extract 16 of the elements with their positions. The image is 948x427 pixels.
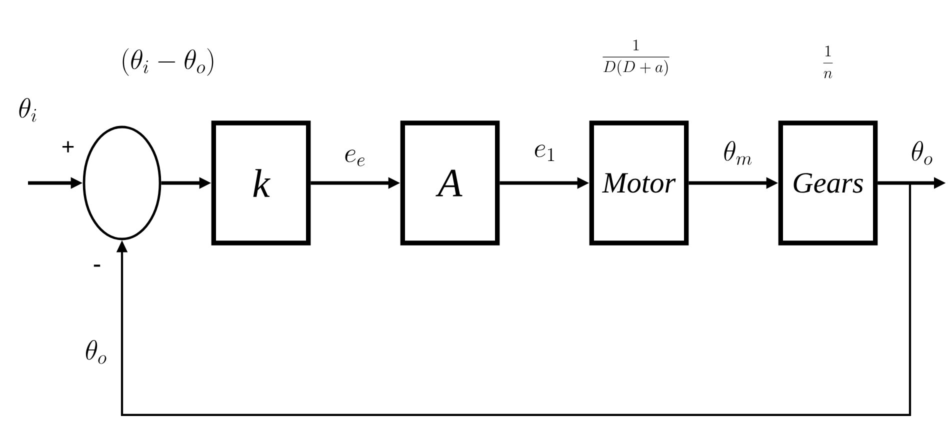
- block-box: Motor: [589, 120, 689, 246]
- edge-label: $\theta_m$: [724, 141, 752, 165]
- transfer-function: $\frac{1}{n}$: [823, 46, 833, 78]
- summing-junction: [82, 126, 162, 240]
- arrow: [116, 182, 912, 416]
- sign-label: -: [94, 264, 100, 267]
- block-box: Gears: [778, 120, 878, 246]
- edge-label: $e_1$: [534, 144, 554, 162]
- transfer-function: $\frac{1}{D(D+a)}$: [602, 40, 670, 76]
- block-box: k: [211, 120, 311, 246]
- edge-label: $\theta_i$: [19, 98, 36, 122]
- edge-label: $e_e$: [345, 150, 365, 166]
- signal-label: $(\theta_i-\theta_o)$: [122, 48, 214, 76]
- edge-label: $\theta_o$: [86, 340, 106, 364]
- block-box: A: [400, 120, 500, 246]
- edge-label: $\theta_o$: [912, 141, 932, 165]
